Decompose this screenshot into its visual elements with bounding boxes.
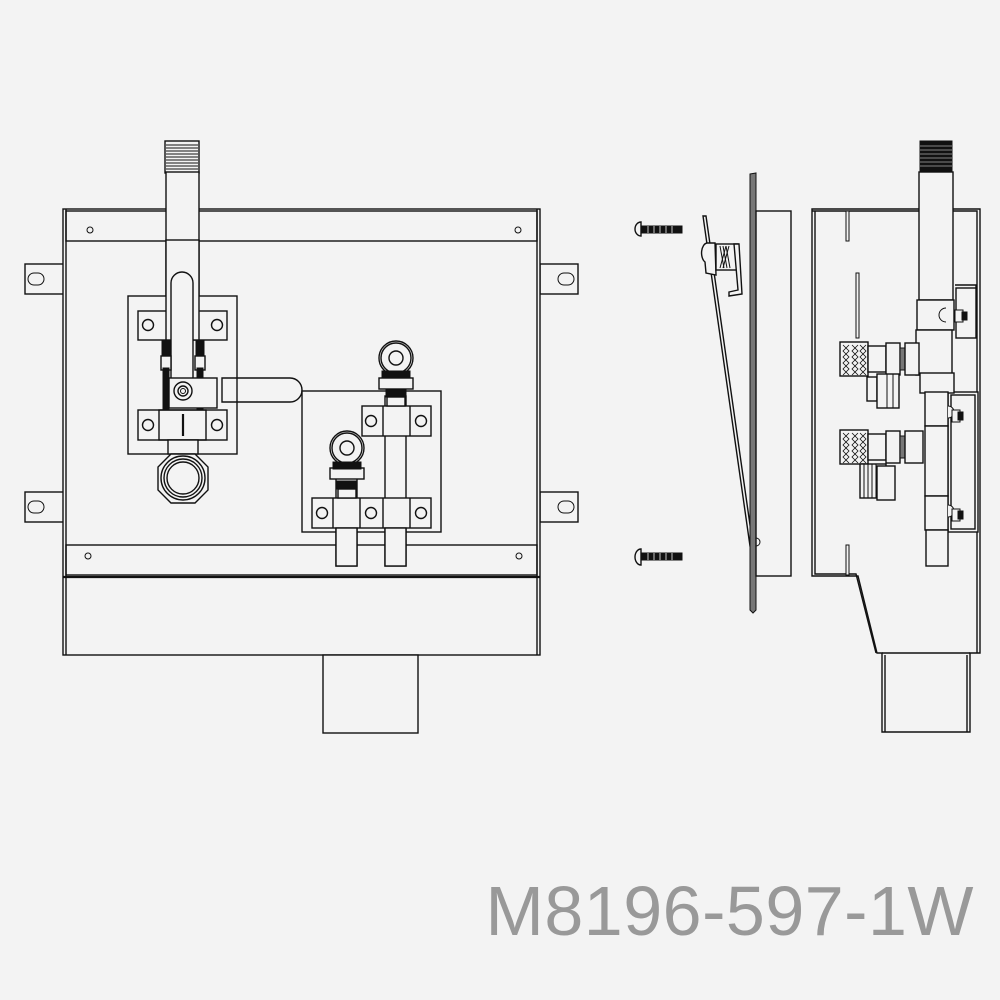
cover-screw-bottom	[634, 548, 683, 566]
side-view-box	[811, 140, 981, 733]
cover-screw-top	[634, 221, 683, 237]
ball-valve	[160, 339, 218, 411]
cover-plate	[749, 172, 757, 614]
hex-fitting	[157, 453, 209, 504]
side-view-cover-exploded	[634, 172, 792, 614]
valve-lever-handle	[221, 377, 303, 403]
mounting-tab-bottom-right	[539, 491, 579, 523]
model-number-label: M8196-597-1W	[485, 872, 974, 950]
bottom-flange	[65, 544, 538, 576]
mounting-tab-top-right	[539, 263, 579, 295]
side-supply-pipe	[918, 140, 954, 301]
upper-quick-connect	[839, 341, 920, 409]
front-view	[24, 140, 579, 734]
drain-outlet	[322, 654, 419, 734]
cover-flange	[755, 210, 792, 577]
mounting-tab-top-left	[24, 263, 65, 295]
cold-water-valve	[329, 430, 365, 499]
cam-lock	[700, 242, 743, 297]
mounting-tab-bottom-left	[24, 491, 65, 523]
top-flange	[65, 210, 538, 242]
lower-quick-connect	[839, 429, 924, 501]
hot-water-valve	[378, 340, 414, 398]
